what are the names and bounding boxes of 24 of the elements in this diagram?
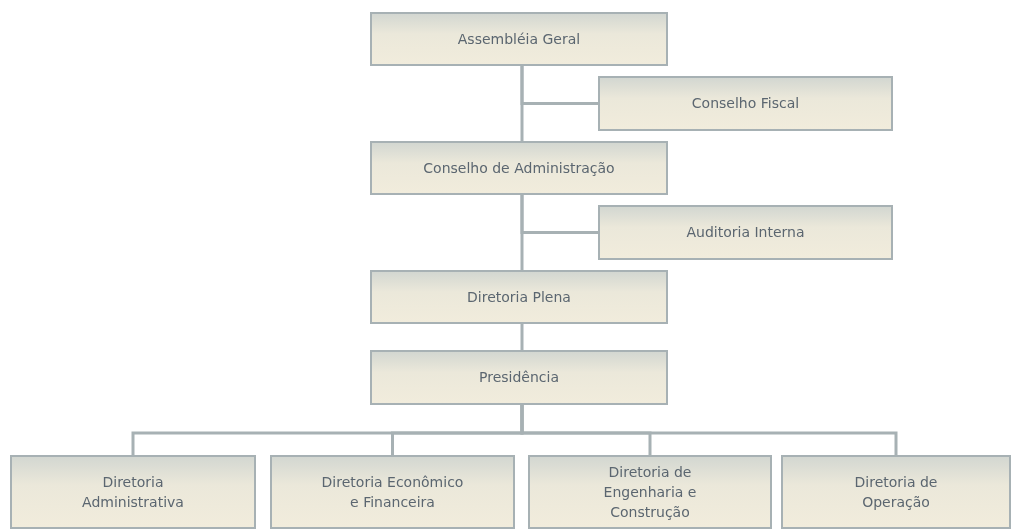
org-box (270, 455, 515, 529)
org-box (10, 455, 256, 529)
connector-line (520, 195, 524, 270)
org-box (528, 455, 772, 529)
connector-line (520, 405, 898, 455)
box-label: Auditoria Interna (686, 223, 805, 243)
connector-line (520, 66, 524, 141)
box-label: Diretoria de Engenharia e Construção (602, 462, 698, 523)
org-box (370, 350, 668, 405)
org-box (598, 76, 893, 131)
box-label: Presidência (479, 368, 559, 388)
box-label: Assembléia Geral (457, 29, 581, 49)
org-box (598, 205, 893, 260)
org-box (781, 455, 1011, 529)
box-label: Diretoria Econômico e Financeira (320, 472, 465, 512)
org-box (370, 12, 668, 66)
box-label: Diretoria Plena (467, 287, 571, 307)
org-box (370, 270, 668, 324)
box-label: Diretoria Administrativa (81, 472, 185, 512)
box-label: Conselho de Administração (423, 158, 615, 178)
box-label: Conselho Fiscal (691, 94, 800, 114)
org-box (370, 141, 668, 195)
connector-line (520, 324, 524, 350)
box-label: Diretoria de Operação (853, 472, 939, 512)
